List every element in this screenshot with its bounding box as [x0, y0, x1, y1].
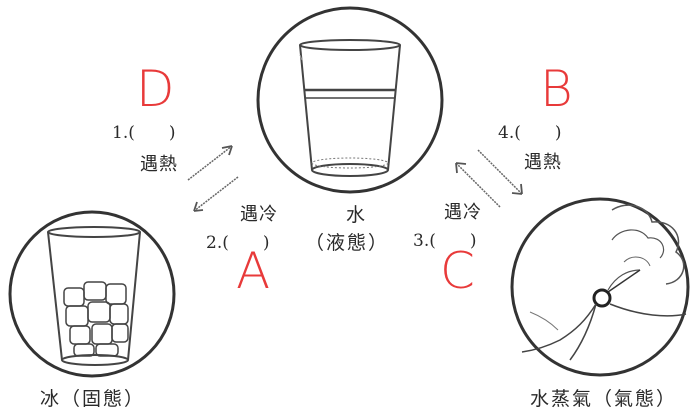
- arrow-ice-to-water-icon: [187, 145, 233, 181]
- arrow-vapor-to-water-icon: [455, 162, 501, 208]
- blank-1[interactable]: 1.( ): [112, 123, 176, 143]
- blank-2[interactable]: 2.( ): [206, 233, 270, 253]
- label-ice-solid: 冰（固態）: [40, 388, 146, 410]
- answer-3: C: [440, 242, 475, 300]
- blank-4[interactable]: 4.( ): [498, 123, 562, 143]
- answer-4: B: [540, 60, 573, 118]
- label-water-liquid: 水: [346, 204, 368, 226]
- label-heating-4: 遇熱: [524, 152, 562, 173]
- arrow-water-to-ice-icon: [193, 176, 239, 212]
- label-cooling-2: 遇冷: [240, 204, 278, 225]
- answer-1: D: [136, 60, 175, 118]
- steam-kettle-icon: [510, 197, 690, 377]
- label-vapor-gas: 水蒸氣（氣態）: [530, 388, 678, 410]
- label-cooling-3: 遇冷: [444, 202, 482, 223]
- answer-2: A: [236, 242, 271, 300]
- arrow-water-to-vapor-icon: [477, 149, 523, 195]
- label-water-liquid-state: （液態）: [305, 232, 390, 254]
- blank-3[interactable]: 3.( ): [413, 231, 477, 251]
- label-heating-1: 遇熱: [140, 154, 178, 175]
- glass-of-ice-icon: [8, 210, 176, 378]
- glass-of-water-icon: [256, 6, 444, 194]
